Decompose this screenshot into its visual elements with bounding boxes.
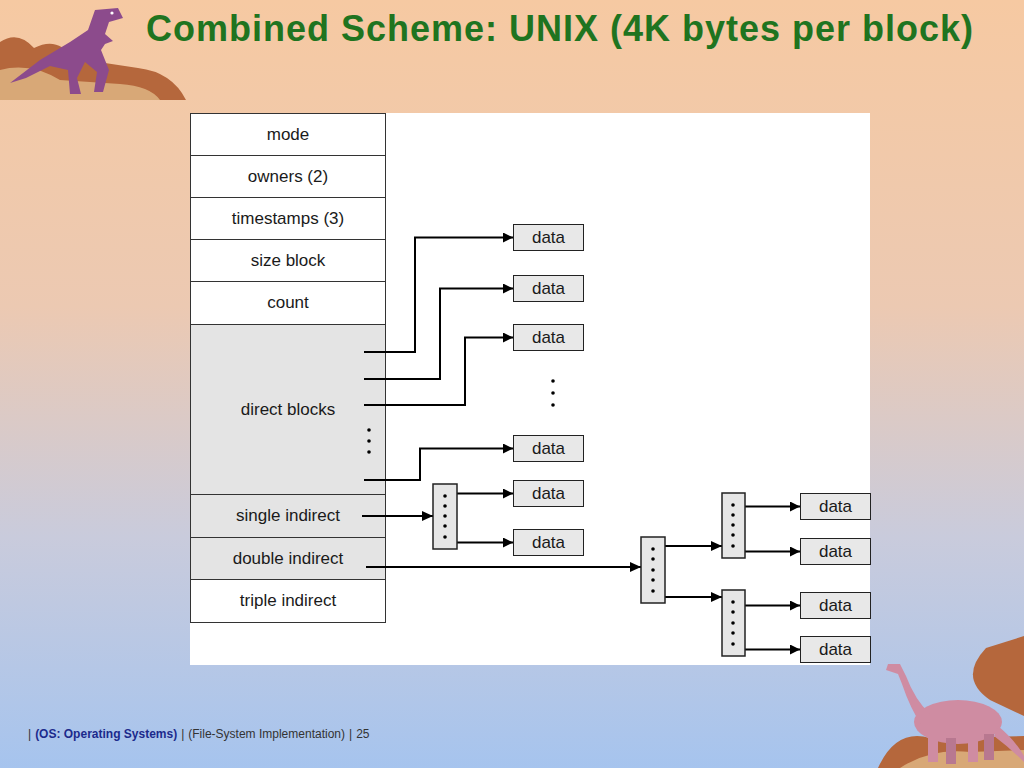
field-label: double indirect [233,549,344,569]
field-label: data [532,484,565,504]
pointer-arrow [386,289,513,380]
dinosaur [886,664,930,726]
ellipsis-dot [443,524,447,528]
field-label: data [532,279,565,299]
field-label: data [819,497,852,517]
footer-text: | [28,727,31,741]
arrow-head [711,592,722,602]
inode-field: size block [190,239,386,282]
ellipsis-dot [651,568,655,572]
ellipsis-dot [731,523,735,527]
field-label: timestamps (3) [232,209,344,229]
pointer-arrow [386,338,513,406]
footer-text: (File-System Implementation) [188,727,345,741]
arrow-head [630,562,641,572]
index-block [641,537,665,603]
data-block: data [800,538,871,565]
ellipsis-dot [731,503,735,507]
slide-title: Combined Scheme: UNIX (4K bytes per bloc… [140,6,980,51]
slide-footer: | (OS: Operating Systems) | (File-System Im… [28,727,373,741]
field-label: data [532,328,565,348]
field-label: triple indirect [240,591,336,611]
index-block [722,493,745,558]
pointer-arrow [386,567,800,606]
ellipsis-dot [731,631,735,635]
footer-text: 25 [356,727,369,741]
data-block: data [513,324,584,351]
inode-field: mode [190,113,386,156]
inode-field: double indirect [190,537,386,580]
dinosaur [968,736,978,762]
field-label: mode [267,125,310,145]
data-block: data [513,529,584,556]
dinosaur [994,726,1024,762]
ellipsis-dot [731,621,735,625]
data-block: data [513,224,584,251]
footer-text: | [181,727,184,741]
data-block: data [800,636,871,663]
data-block: data [513,435,584,462]
inode-field: triple indirect [190,579,386,623]
inode-field: direct blocks [190,324,386,495]
dinosaur [10,8,123,94]
ellipsis-dot [731,600,735,604]
ellipsis-dot [443,535,447,539]
pointer-arrow [386,449,513,481]
ellipsis-dot [551,403,555,407]
pointer-arrow [386,238,513,353]
data-block: data [513,480,584,507]
ellipsis-dot [731,642,735,646]
rock [900,750,1024,768]
pointer-arrow [386,567,800,650]
arrow-head [422,511,433,521]
ellipsis-dot [731,513,735,517]
field-label: direct blocks [241,400,335,420]
field-label: data [532,439,565,459]
footer-text: | [349,727,352,741]
field-label: owners (2) [248,167,328,187]
ellipsis-dot [731,544,735,548]
ellipsis-dot [651,557,655,561]
field-label: size block [251,251,326,271]
index-block [433,484,457,549]
dinosaur [984,734,994,760]
ellipsis-dot [731,610,735,614]
ellipsis-dot [651,578,655,582]
footer-text: (OS: Operating Systems) [35,727,177,741]
ellipsis-dot [551,391,555,395]
pointer-arrow [386,494,513,517]
field-label: data [532,228,565,248]
field-label: data [532,533,565,553]
dinosaur-eye [110,11,113,14]
inode-field: single indirect [190,494,386,538]
diagram-panel [190,113,870,665]
inode-field: timestamps (3) [190,197,386,240]
data-block: data [513,275,584,302]
field-label: data [819,596,852,616]
inode-field: count [190,281,386,325]
data-block: data [800,493,871,520]
pointer-arrow [386,516,513,543]
pointer-arrow [386,507,800,568]
ellipsis-dot [551,379,555,383]
field-label: single indirect [236,506,340,526]
data-block: data [800,592,871,619]
ellipsis-dot [651,547,655,551]
dinosaur [928,736,938,762]
index-block [722,590,745,656]
dinosaur [946,738,956,764]
ellipsis-dot [443,514,447,518]
inode-field: owners (2) [190,155,386,198]
ellipsis-dot [443,494,447,498]
ellipsis-dot [651,589,655,593]
field-label: data [819,542,852,562]
field-label: count [267,293,309,313]
ellipsis-dot [443,504,447,508]
pointer-arrow [386,546,800,567]
ellipsis-dot [731,533,735,537]
arrow-head [711,541,722,551]
field-label: data [819,640,852,660]
